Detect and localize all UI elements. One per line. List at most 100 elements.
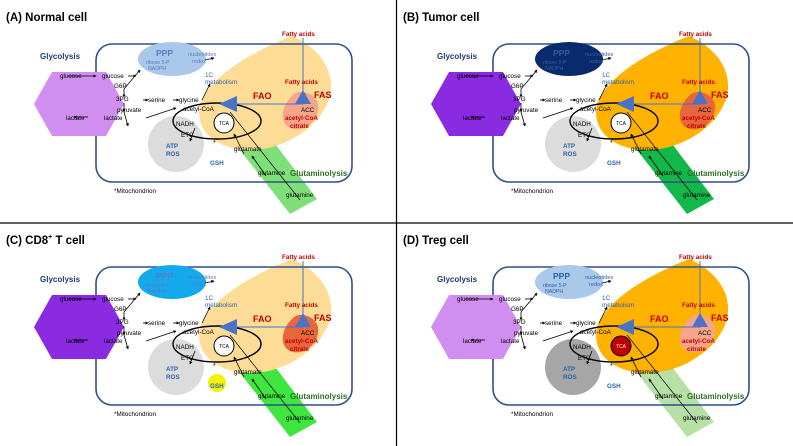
ribose-5p-label: ribose 5-P xyxy=(146,283,170,289)
arrow-pyruvate-lactate xyxy=(520,334,526,350)
glucose-inside: glucose xyxy=(102,296,124,303)
tca-label: TCA xyxy=(219,121,230,127)
glutamine-route-line xyxy=(626,334,698,424)
glutamate-label: glutamate xyxy=(631,146,659,153)
acetyl-coa-label: acetyl-CoA xyxy=(183,106,215,113)
atp-ros-circle xyxy=(545,339,601,395)
nucleotides-label: nucleotides xyxy=(188,52,217,58)
tca-circle xyxy=(610,335,632,357)
acetyl-coa-fas-label: acetyl-CoA xyxy=(285,115,318,122)
fatty-acid-route-line xyxy=(634,38,701,105)
ros-label: ROS xyxy=(563,151,577,158)
glucose-outside: glucose xyxy=(60,296,82,303)
pyruvate-label: pyruvate xyxy=(514,107,539,114)
fatty-acids-label: Fatty acids xyxy=(285,302,318,309)
fatty-acids-top-label: Fatty acids xyxy=(679,254,712,261)
fa-transport-triangle xyxy=(219,96,237,112)
ros-label: ROS xyxy=(563,374,577,381)
fa-transport-triangle xyxy=(616,96,634,112)
arrow-glutamine-glutamate xyxy=(251,378,267,400)
arrow-g6p-ppp xyxy=(520,69,538,90)
fatty-acids-top-label: Fatty acids xyxy=(679,31,712,38)
mitochondrion-note: *Mitochondrion xyxy=(114,411,157,418)
arrow-glutamine-glutamate xyxy=(648,378,664,400)
arrow-glutamate-tca xyxy=(630,133,642,155)
mitochondrion-note: *Mitochondrion xyxy=(511,411,554,418)
glucose-inside: glucose xyxy=(102,73,124,80)
glucose-outside: glucose xyxy=(457,296,479,303)
fatty-acid-route-line xyxy=(634,261,701,328)
atp-ros-circle xyxy=(545,116,601,172)
gsh-label: GSH xyxy=(210,160,224,167)
nucleotides-label: nucleotides xyxy=(188,275,217,281)
ppp-label: PPP xyxy=(156,48,173,58)
lactate-outside: lactate xyxy=(463,115,482,122)
glycolysis-hexagon xyxy=(431,295,521,359)
acetyl-coa-label: acetyl-CoA xyxy=(580,106,612,113)
nadph-label: NADPH xyxy=(545,66,563,72)
mitochondrion-note: *Mitochondrion xyxy=(511,188,554,195)
lactate-inside: lactate xyxy=(501,338,520,345)
citrate-label: citrate xyxy=(687,123,706,130)
serine-label: serine xyxy=(545,320,563,327)
glutamine-route-line xyxy=(626,111,698,201)
glutaminolysis-label: Glutaminolysis xyxy=(687,169,745,178)
nadh-label: NADH xyxy=(176,121,194,128)
fatty-acid-route-line xyxy=(237,261,304,328)
arrow-pyruvate-acetylcoa xyxy=(542,107,574,119)
1c-label: 1C xyxy=(205,295,214,302)
tca-circle xyxy=(213,335,235,357)
star-label: * xyxy=(610,140,613,147)
glutamate-label: glutamate xyxy=(234,146,262,153)
acc-label: ACC xyxy=(698,330,712,337)
acetyl-coa-label: acetyl-CoA xyxy=(580,329,612,336)
glutamine-inside: glutamine xyxy=(655,170,683,177)
glutamine-outside: glutamine xyxy=(683,192,711,199)
g6p-label: G6P xyxy=(511,83,524,90)
glutamine-inside: glutamine xyxy=(655,393,683,400)
glycolysis-hexagon xyxy=(431,72,521,136)
mitochondrion xyxy=(569,325,659,363)
panel-title-rest: T cell xyxy=(52,235,85,247)
acetyl-coa-fas-label: acetyl-CoA xyxy=(682,115,715,122)
ribose-5p-label: ribose 5-P xyxy=(146,60,170,66)
arrow-pyruvate-lactate xyxy=(520,111,526,127)
lactate-inside: lactate xyxy=(104,338,123,345)
ros-label: ROS xyxy=(166,374,180,381)
arrow-1c xyxy=(598,306,608,324)
atp-label: ATP xyxy=(166,366,178,373)
atp-label: ATP xyxy=(563,366,575,373)
metabolism-label: metabolism xyxy=(602,302,634,309)
arrow-glutamate-tca xyxy=(630,356,642,378)
tca-circle xyxy=(610,112,632,134)
arrow-pyruvate-lactate xyxy=(123,334,129,350)
arrow-pyruvate-acetylcoa xyxy=(542,330,574,342)
citrate-label: citrate xyxy=(687,346,706,353)
glycolysis-label: Glycolysis xyxy=(437,275,478,284)
fa-transport-triangle xyxy=(219,319,237,335)
panel-title: (B) Tumor cell xyxy=(403,12,479,24)
mitochondrion xyxy=(569,102,659,140)
glutamine-outside: glutamine xyxy=(286,192,314,199)
glucose-inside: glucose xyxy=(499,296,521,303)
metabolism-label: metabolism xyxy=(602,79,634,86)
etc-label: ETC xyxy=(181,132,194,139)
glutamine-outside: glutamine xyxy=(286,415,314,422)
gsh-label: GSH xyxy=(210,383,224,390)
pyruvate-label: pyruvate xyxy=(117,107,142,114)
glutamine-route-line xyxy=(229,111,301,201)
fao-label: FAO xyxy=(253,91,272,101)
redox-label: redox xyxy=(589,282,603,288)
tca-label: TCA xyxy=(616,344,627,350)
glycine-label: glycine xyxy=(179,320,199,327)
fatty-acid-route-line xyxy=(237,38,304,105)
etc-label: ETC xyxy=(578,355,591,362)
arrow-g6p-ppp xyxy=(123,69,141,90)
fao-label: FAO xyxy=(650,314,669,324)
ppp-label: PPP xyxy=(553,48,570,58)
tca-label: TCA xyxy=(616,121,627,127)
